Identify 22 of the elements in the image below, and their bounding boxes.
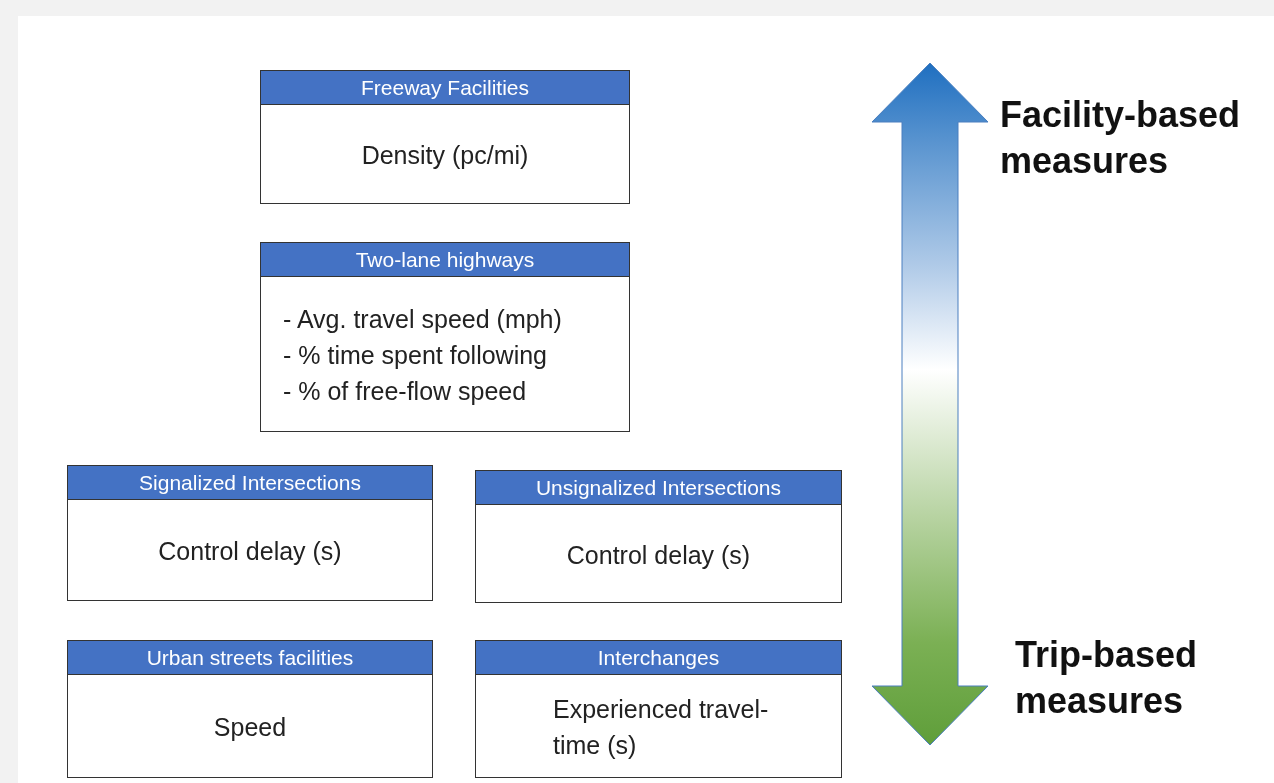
- measure-text: Control delay (s): [565, 539, 752, 571]
- box-heading: Freeway Facilities: [261, 71, 629, 105]
- measure-text: Speed: [212, 712, 288, 743]
- scale-label: Facility-based measures: [1000, 93, 1242, 183]
- measure-text: Density (pc/mi): [360, 140, 530, 171]
- box-heading: Urban streets facilities: [68, 641, 432, 675]
- box-heading: Unsignalized Intersections: [476, 471, 841, 505]
- box-heading: Interchanges: [476, 641, 841, 675]
- category-box: [260, 70, 630, 204]
- measure-text: Control delay (s): [157, 536, 343, 567]
- measure-text: Experienced travel-time (s): [553, 694, 770, 761]
- category-box: [67, 465, 433, 601]
- box-heading: Two-lane highways: [261, 243, 629, 277]
- category-box: [475, 470, 842, 603]
- category-box: [475, 640, 842, 778]
- scale-label: Trip-based measures: [1015, 633, 1199, 723]
- measure-item: - Avg. travel speed (mph): [283, 304, 562, 335]
- category-box: [67, 640, 433, 778]
- measure-item: - % time spent following: [283, 340, 547, 371]
- box-heading: Signalized Intersections: [68, 466, 432, 500]
- category-box: [260, 242, 630, 432]
- measure-item: - % of free-flow speed: [283, 376, 527, 407]
